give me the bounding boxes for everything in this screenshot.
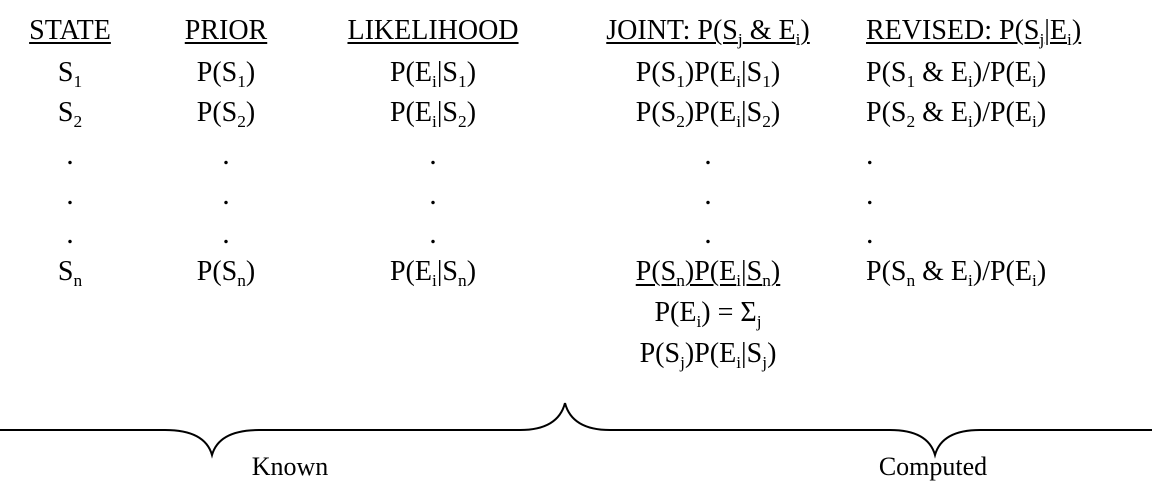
likelihood-cell: P(Ei|S1) [389, 57, 477, 92]
braces-graphic [0, 402, 1152, 459]
header-prior: PRIOR [184, 15, 268, 46]
prior-cell: P(Sn) [196, 256, 256, 291]
table-row: S2 P(S2) P(Ei|S2) P(S2)P(Ei|S2) P(S2 & E… [0, 96, 1152, 136]
ellipsis-dot: . [66, 178, 74, 211]
ellipsis-dot: . [704, 178, 712, 211]
revised-cell: P(S1 & Ei)/P(Ei) [866, 57, 1047, 92]
ellipsis-row: . . . . . [0, 219, 1152, 259]
revised-cell: P(S2 & Ei)/P(Ei) [866, 97, 1047, 132]
ellipsis-dot: . [222, 217, 230, 250]
computed-brace [564, 402, 1152, 459]
prior-cell: P(S2) [196, 97, 256, 132]
ellipsis-row: . . . . . [0, 180, 1152, 220]
ellipsis-dot: . [429, 138, 437, 171]
known-brace [0, 402, 566, 459]
joint-cell: P(Sn)P(Ei|Sn) [635, 256, 781, 291]
ellipsis-dot: . [704, 138, 712, 171]
table-row: Sn P(Sn) P(Ei|Sn) P(Sn)P(Ei|Sn) P(Sn & E… [0, 255, 1152, 295]
header-joint: JOINT: P(Sj & Ei) [606, 15, 810, 50]
ellipsis-row: . . . . . [0, 140, 1152, 180]
joint-cell: P(S1)P(Ei|S1) [635, 57, 781, 92]
header-likelihood: LIKELIHOOD [347, 15, 519, 46]
header-row: STATE PRIOR LIKELIHOOD JOINT: P(Sj & Ei)… [0, 14, 1152, 54]
ellipsis-dot: . [704, 217, 712, 250]
ellipsis-dot: . [222, 178, 230, 211]
ellipsis-dot: . [429, 217, 437, 250]
table-row: S1 P(S1) P(Ei|S1) P(S1)P(Ei|S1) P(S1 & E… [0, 56, 1152, 96]
total-formula-top: P(Ei) = Σj [654, 297, 762, 332]
likelihood-cell: P(Ei|S2) [389, 97, 477, 132]
total-line-1: P(Ei) = Σj [0, 296, 1152, 336]
revised-cell: P(Sn & Ei)/P(Ei) [866, 256, 1047, 291]
ellipsis-dot: . [429, 178, 437, 211]
ellipsis-dot: . [866, 178, 874, 211]
state-cell: S1 [57, 57, 83, 92]
ellipsis-dot: . [66, 217, 74, 250]
likelihood-cell: P(Ei|Sn) [389, 256, 477, 291]
ellipsis-dot: . [866, 217, 874, 250]
prior-cell: P(S1) [196, 57, 256, 92]
header-state: STATE [29, 15, 111, 46]
total-line-2: P(Sj)P(Ei|Sj) [0, 337, 1152, 377]
total-formula-bottom: P(Sj)P(Ei|Sj) [639, 338, 777, 373]
ellipsis-dot: . [222, 138, 230, 171]
joint-cell: P(S2)P(Ei|S2) [635, 97, 781, 132]
computed-label: Computed [878, 452, 988, 481]
state-cell: Sn [57, 256, 83, 291]
ellipsis-dot: . [866, 138, 874, 171]
header-revised: REVISED: P(Sj|Ei) [866, 15, 1082, 50]
ellipsis-dot: . [66, 138, 74, 171]
state-cell: S2 [57, 97, 83, 132]
known-label: Known [251, 452, 329, 481]
